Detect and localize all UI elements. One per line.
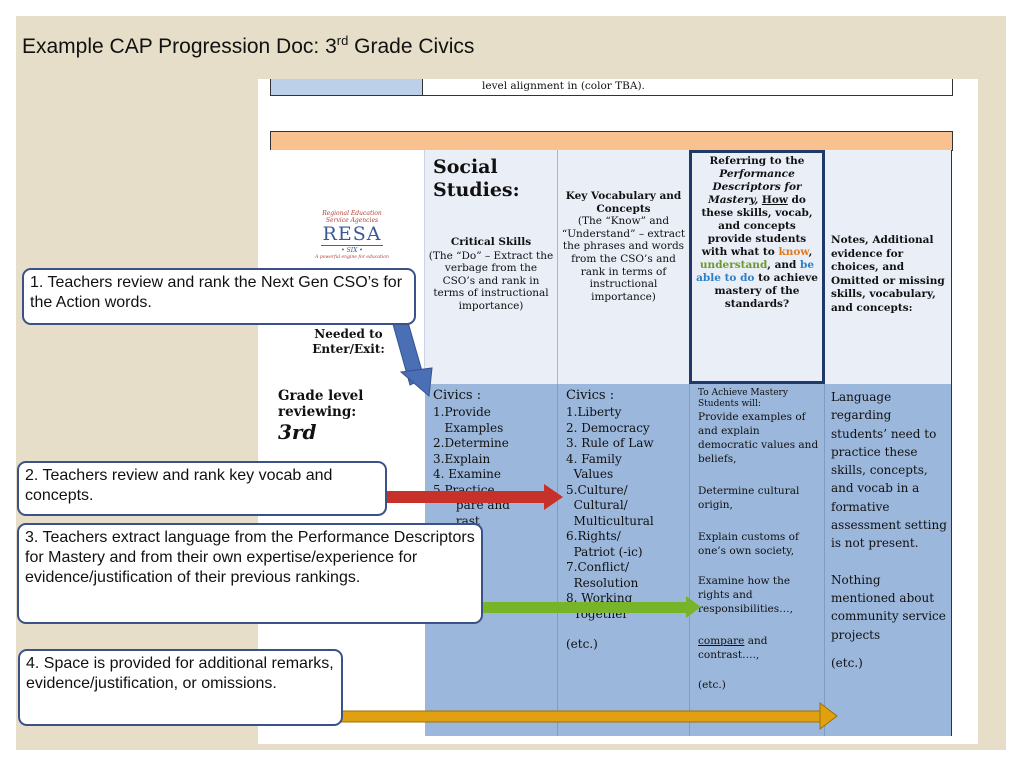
key-vocabulary-description: (The “Know” and “Understand” – extract t… — [561, 215, 686, 303]
fragment-text: level alignment in (color TBA). — [482, 80, 645, 92]
notes-cell: Language regarding students’ need to pra… — [825, 384, 952, 736]
mastery-cell: To Achieve Mastery Students will: Provid… — [690, 384, 825, 736]
fragment-cell-left — [270, 79, 423, 96]
vocab-item: Patriot (-ic) — [566, 544, 643, 559]
mastery-explain: Explain customs of one’s own society, — [698, 531, 799, 557]
critical-skills-description: (The “Do” – Extract the verbage from the… — [428, 249, 554, 312]
mastery-compare: compare and contrast…., — [698, 635, 768, 661]
notes-community: Nothing mentioned about community servic… — [831, 572, 946, 642]
mastery-intro: To Achieve Mastery Students will: — [698, 388, 788, 409]
mastery-provide: Provide examples of and explain democrat… — [698, 411, 819, 465]
vocab-item: 8. Working — [566, 591, 633, 605]
notes-heading: Notes, Additional evidence for choices, … — [831, 234, 945, 314]
resa-logo: Regional Education Service Agencies RESA… — [315, 210, 389, 260]
callout-2: 2. Teachers review and rank key vocab an… — [17, 461, 387, 516]
grade-level-value: 3rd — [278, 420, 317, 444]
key-vocabulary-heading: Key Vocabulary and Concepts — [565, 190, 682, 215]
callout-3: 3. Teachers extract language from the Pe… — [17, 523, 483, 624]
header-cell-key-vocabulary: Key Vocabulary and Concepts (The “Know” … — [558, 150, 690, 384]
arrow-3-green — [358, 596, 701, 618]
skill-item: 4. Examine — [433, 467, 501, 481]
header-cell-critical-skills: Social Studies: Critical Skills (The “Do… — [425, 150, 558, 384]
header-cell-performance-descriptors: Referring to the Performance Descriptors… — [689, 150, 825, 384]
vocab-item: 2. Democracy — [566, 420, 650, 435]
social-studies-title: Social Studies: — [433, 156, 520, 201]
vocab-item: 7.Conflict/ — [566, 560, 630, 574]
vocab-item: (etc.) — [566, 637, 598, 651]
vocab-item: 1.Liberty — [566, 405, 622, 419]
grade-level-label: Grade level reviewing: — [278, 388, 364, 420]
vocab-item: 6.Rights/ — [566, 529, 621, 543]
arrow-4-orange — [283, 701, 838, 731]
vocab-item: Multicultural — [566, 513, 654, 528]
skill-item: 2.Determine — [433, 436, 509, 450]
vocab-item: Values — [566, 467, 614, 481]
mastery-examine: Examine how the rights and responsibilit… — [698, 575, 793, 615]
mastery-etc: (etc.) — [698, 679, 726, 691]
slide-title: Example CAP Progression Doc: 3rd Grade C… — [22, 33, 475, 58]
header-cell-notes: Notes, Additional evidence for choices, … — [825, 150, 952, 384]
needed-to-enter-exit-label: Needed to Enter/Exit: — [312, 327, 385, 356]
fragment-cell-right — [421, 79, 953, 96]
vocab-item: Resolution — [566, 575, 639, 590]
skills-title: Civics : — [433, 388, 482, 403]
skill-item: Examples — [433, 420, 504, 435]
vocab-item: 3. Rule of Law — [566, 436, 654, 450]
notes-language: Language regarding students’ need to pra… — [831, 390, 947, 551]
vocab-item: 5.Culture/ — [566, 482, 628, 497]
critical-skills-heading: Critical Skills — [450, 236, 532, 248]
notes-etc: (etc.) — [831, 655, 863, 670]
skill-item: 1.Provide — [433, 405, 491, 419]
skill-item: 3.Explain — [433, 451, 491, 466]
callout-1: 1. Teachers review and rank the Next Gen… — [22, 268, 416, 325]
vocab-item: Cultural/ — [566, 498, 628, 512]
vocab-item: 4. Family — [566, 451, 622, 466]
performance-descriptors-question: Referring to the Performance Descriptors… — [696, 155, 818, 310]
callout-4: 4. Space is provided for additional rema… — [18, 649, 343, 726]
vocab-title: Civics : — [566, 388, 615, 403]
mastery-determine: Determine cultural origin, — [698, 485, 800, 511]
